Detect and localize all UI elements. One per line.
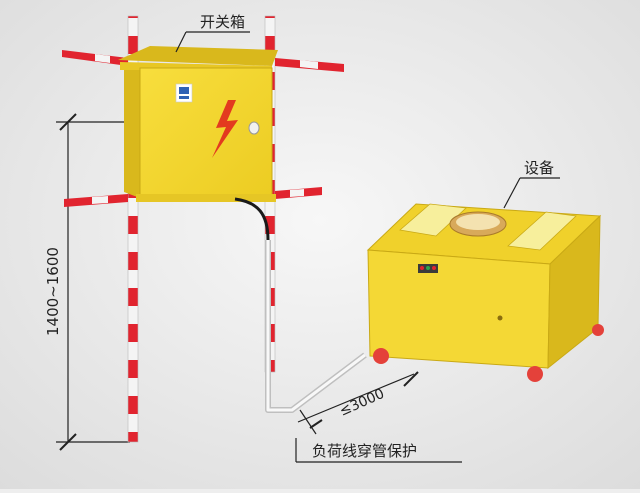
equipment-wheel — [592, 324, 604, 336]
switch-box-label: 开关箱 — [200, 13, 245, 31]
left-pole — [127, 15, 139, 443]
lock-handle-icon — [248, 121, 260, 135]
equipment-wheel — [527, 366, 543, 382]
switch-box — [118, 46, 278, 202]
crossbar-top-left — [62, 50, 128, 66]
load-cable — [234, 197, 270, 241]
cable-note-label: 负荷线穿管保护 — [312, 442, 417, 460]
equipment-wheel — [373, 348, 389, 364]
crossbar-bottom-left — [64, 194, 128, 207]
crossbar-bottom-right — [275, 187, 322, 199]
height-dimension-label: 1400~1600 — [44, 247, 62, 336]
lightning-bolt-icon — [212, 100, 238, 158]
company-logo-icon — [175, 83, 193, 103]
crossbar-top-right — [275, 58, 344, 72]
distance-dimension — [297, 371, 419, 435]
height-dimension — [56, 113, 130, 451]
equipment-label: 设备 — [524, 159, 554, 177]
equipment-machine — [366, 203, 602, 370]
